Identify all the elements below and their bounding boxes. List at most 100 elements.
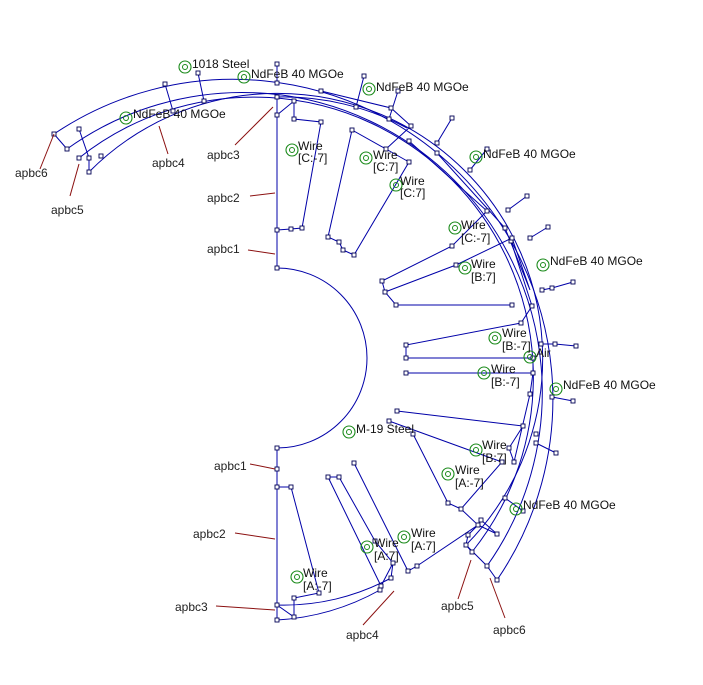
wire-label: Wire	[400, 174, 425, 188]
block-marker-icon	[359, 151, 373, 165]
leader-apbc6-top	[39, 133, 55, 170]
mesh-node	[291, 595, 297, 601]
mesh-node	[549, 394, 555, 400]
mesh-node	[408, 123, 414, 129]
mesh-node	[390, 560, 396, 566]
mesh-node	[553, 450, 559, 456]
bc-label-apbc6-top: apbc6	[15, 166, 48, 180]
mesh-node	[291, 98, 297, 104]
mesh-node	[403, 355, 409, 361]
mesh-node	[274, 61, 280, 67]
mesh-node	[533, 431, 539, 437]
leader-apbc4-top	[158, 125, 169, 155]
stator-yoke-arc-bottom	[276, 589, 381, 621]
mesh-node	[545, 224, 551, 230]
mesh-node	[353, 104, 359, 110]
mesh-node	[377, 587, 383, 593]
mesh-node	[318, 88, 324, 94]
mesh-node	[288, 484, 294, 490]
mesh-node	[406, 138, 412, 144]
mesh-node	[449, 115, 455, 121]
mesh-node	[434, 140, 440, 146]
boundary-labels: apbc6 apbc5 apbc4 apbc3 apbc2 apbc1 apbc…	[15, 148, 526, 642]
wire-label: Wire	[482, 438, 507, 452]
magnet-inner-arc	[88, 92, 544, 546]
mesh-node	[361, 73, 367, 79]
wire-circuit: [A:-7]	[303, 579, 332, 593]
bc-label-apbc1-top: apbc1	[207, 242, 240, 256]
mesh-node	[274, 484, 280, 490]
mesh-node	[201, 98, 207, 104]
stator-yoke-arc-top	[276, 96, 408, 129]
rotor-bore-arc	[276, 267, 368, 449]
bc-label-apbc5-bottom: apbc5	[441, 599, 474, 613]
mesh-node	[502, 225, 508, 231]
block-marker-icon	[397, 530, 411, 544]
mesh-node	[383, 146, 389, 152]
mesh-node	[573, 343, 579, 349]
mesh-node	[382, 289, 388, 295]
wire-label: Wire	[373, 148, 398, 162]
slot-outline-a5	[276, 486, 320, 618]
mesh-node	[434, 150, 440, 156]
mesh-node	[378, 583, 384, 589]
wire-circuit: [A:7]	[374, 549, 399, 563]
mesh-node	[386, 418, 392, 424]
mesh-node	[524, 193, 530, 199]
mesh-node	[336, 239, 342, 245]
arcs	[53, 78, 554, 621]
mesh-node	[529, 303, 535, 309]
mesh-node	[274, 112, 280, 118]
mesh-node	[394, 408, 400, 414]
mesh-node	[533, 440, 539, 446]
material-label-magnet: NdFeB 40 MGOe	[483, 147, 576, 161]
mesh-node	[351, 252, 357, 258]
mesh-node	[274, 265, 280, 271]
mesh-node	[379, 278, 385, 284]
wire-circuit: [C:7]	[400, 186, 425, 200]
block-marker-icon	[389, 178, 403, 192]
mesh-node	[469, 549, 475, 555]
mesh-node	[414, 563, 420, 569]
mesh-node	[316, 590, 322, 596]
mesh-node	[449, 243, 455, 249]
block-marker-icon	[469, 150, 483, 164]
mesh-node	[393, 302, 399, 308]
mesh-node	[520, 508, 526, 514]
wire-label: Wire	[374, 536, 399, 550]
wire-label: Wire	[411, 526, 436, 540]
magnet-divider	[53, 133, 68, 150]
mesh-node	[509, 302, 515, 308]
block-marker-icon	[360, 540, 374, 554]
magnet-dividers	[53, 64, 577, 581]
block-marker-icon	[441, 467, 455, 481]
slot-tip-bottom	[465, 524, 498, 546]
mesh-node	[395, 88, 401, 94]
block-marker-icon	[523, 350, 537, 364]
outer-boundary-arc	[53, 78, 554, 581]
wire-circuit: [A:7]	[411, 539, 436, 553]
mesh-node	[336, 474, 342, 480]
material-label-magnet: NdFeB 40 MGOe	[523, 498, 616, 512]
mesh-node	[388, 105, 394, 111]
mesh-node	[403, 370, 409, 376]
block-marker-icon	[536, 258, 550, 272]
mesh-node	[403, 342, 409, 348]
leader-apbc3-bottom	[215, 605, 276, 611]
back-iron-outer-arc	[66, 91, 543, 567]
block-marker-icon	[458, 261, 472, 275]
slot-outline-c3	[342, 148, 410, 256]
block-marker-icon	[290, 570, 304, 584]
slot-outline-c1	[276, 99, 322, 231]
material-label-m19-steel: M-19 Steel	[356, 422, 414, 436]
material-label-magnet: NdFeB 40 MGOe	[133, 107, 226, 121]
mesh-node	[410, 431, 416, 437]
mesh-node	[405, 568, 411, 574]
bc-label-apbc3-top: apbc3	[207, 148, 240, 162]
mesh-node	[274, 466, 280, 472]
bc-label-apbc6-bottom: apbc6	[493, 623, 526, 637]
airgap-arc-bottom	[276, 577, 392, 606]
mesh-node	[86, 169, 92, 175]
mesh-node	[274, 602, 280, 608]
